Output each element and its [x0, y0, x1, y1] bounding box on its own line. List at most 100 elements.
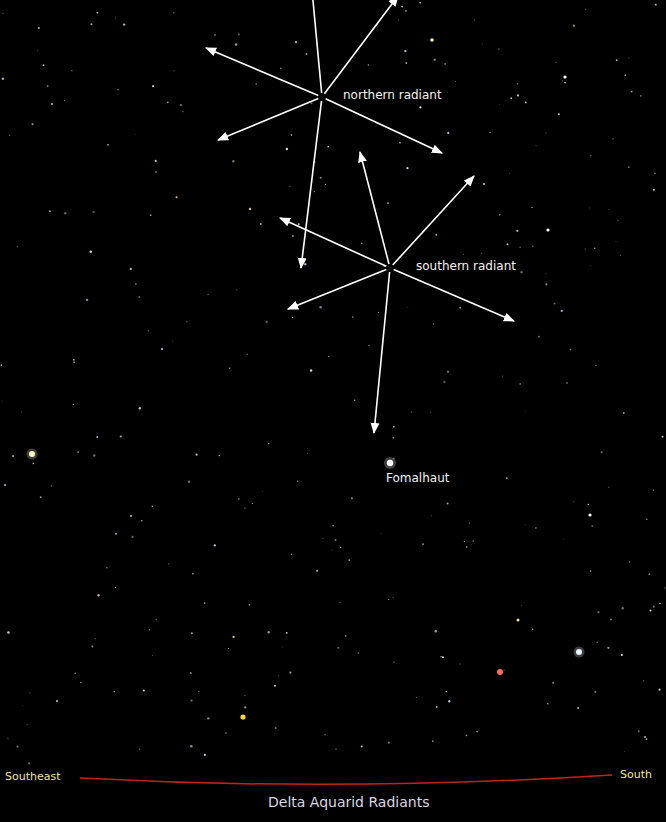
star — [434, 58, 436, 60]
star — [180, 104, 182, 106]
star — [31, 123, 33, 125]
star — [590, 155, 592, 157]
radiant-label: southern radiant — [414, 259, 518, 273]
star — [274, 685, 276, 687]
star — [407, 307, 409, 309]
star — [150, 214, 152, 216]
star — [465, 734, 467, 736]
star — [12, 455, 14, 457]
meteor-arrow — [288, 269, 386, 309]
star — [563, 538, 565, 540]
star — [204, 602, 206, 604]
star — [260, 223, 262, 225]
star — [115, 17, 117, 19]
star — [430, 411, 432, 413]
star — [71, 70, 72, 71]
star — [499, 103, 501, 105]
star — [520, 605, 522, 607]
star — [337, 647, 339, 649]
star — [624, 74, 626, 76]
star — [135, 283, 137, 285]
star — [229, 367, 231, 369]
star — [155, 160, 157, 162]
star — [328, 356, 329, 357]
star — [17, 246, 18, 247]
star — [348, 559, 350, 561]
star — [459, 663, 460, 664]
star — [590, 265, 592, 267]
star — [601, 451, 603, 453]
star — [32, 463, 34, 465]
star — [577, 707, 579, 709]
star — [93, 454, 95, 456]
star — [155, 171, 156, 172]
star — [658, 689, 660, 691]
star — [482, 43, 484, 45]
star — [378, 312, 379, 313]
star — [244, 507, 245, 508]
meteor-arrow — [394, 270, 514, 321]
star — [114, 691, 115, 692]
star — [97, 594, 99, 596]
star — [547, 703, 548, 704]
star — [387, 202, 389, 204]
star — [532, 628, 534, 630]
star — [17, 746, 19, 748]
star — [590, 570, 592, 572]
star — [297, 481, 298, 482]
star — [106, 567, 107, 568]
star — [499, 214, 501, 216]
star — [90, 23, 92, 25]
star — [535, 145, 537, 147]
star — [132, 536, 134, 538]
star — [1, 400, 3, 402]
star — [168, 563, 169, 564]
radiant-label: northern radiant — [341, 88, 444, 102]
star — [354, 400, 355, 401]
star — [232, 636, 234, 638]
star — [86, 299, 88, 301]
star — [517, 619, 520, 622]
star — [332, 549, 334, 551]
star — [435, 630, 437, 632]
star — [310, 369, 312, 371]
star — [584, 248, 586, 250]
star — [368, 345, 370, 347]
chart-title: Delta Aquarid Radiants — [266, 794, 431, 811]
star — [613, 138, 614, 139]
star — [631, 91, 633, 93]
star — [392, 437, 394, 439]
star — [588, 504, 589, 505]
star — [307, 453, 309, 455]
star — [628, 166, 630, 168]
star — [207, 294, 208, 295]
star — [406, 167, 408, 169]
star — [286, 148, 288, 150]
star — [435, 234, 437, 236]
star — [469, 522, 470, 523]
star — [623, 412, 625, 414]
star — [286, 632, 288, 634]
star — [117, 89, 119, 91]
star — [361, 746, 363, 748]
star — [51, 485, 52, 486]
star — [619, 255, 621, 257]
star — [275, 727, 277, 729]
star — [393, 661, 394, 662]
star — [361, 242, 363, 244]
star — [291, 554, 292, 555]
star — [191, 632, 193, 634]
star — [325, 734, 326, 735]
star — [75, 673, 76, 674]
star — [252, 503, 253, 504]
star — [447, 132, 449, 134]
star — [80, 682, 81, 683]
star — [190, 672, 191, 673]
star — [401, 6, 403, 8]
star — [561, 310, 563, 312]
star — [640, 95, 642, 97]
star — [268, 443, 269, 444]
star — [442, 656, 444, 658]
star — [316, 570, 318, 572]
star — [380, 533, 382, 535]
